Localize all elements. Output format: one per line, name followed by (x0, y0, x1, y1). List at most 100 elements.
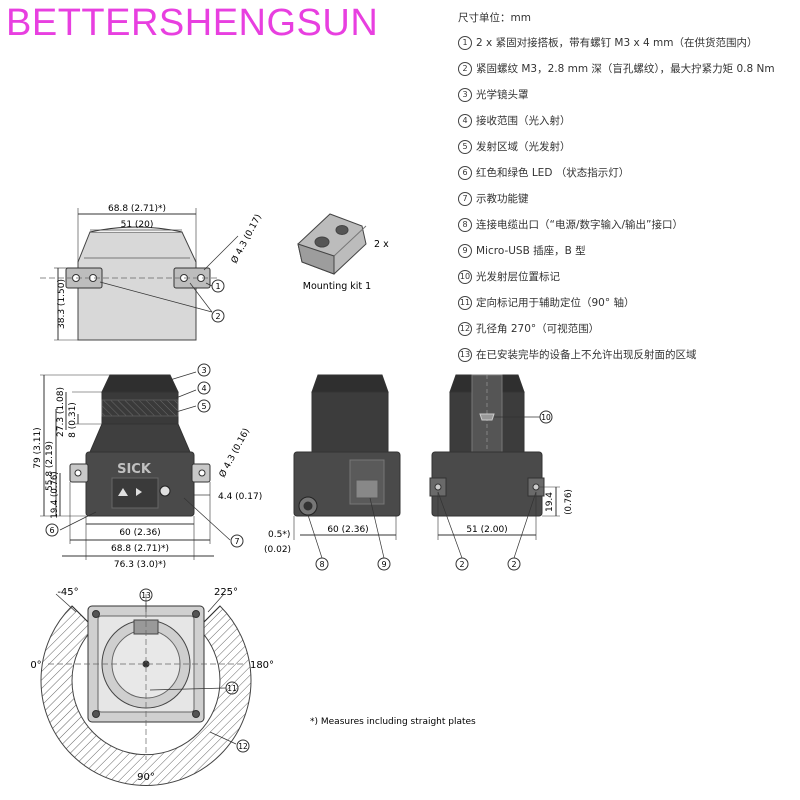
play-icon (136, 488, 142, 496)
mount-tab-right (173, 267, 211, 289)
callout-1: 1 (215, 282, 220, 291)
legend-item: 1 2 x 紧固对接搭板，带有螺钉 M3 x 4 mm（在供货范围内） (458, 35, 758, 50)
angle-225: 225° (214, 587, 238, 598)
callout-number: 2 (458, 62, 472, 76)
callout-number: 8 (458, 218, 472, 232)
callout-number: 3 (458, 88, 472, 102)
legend-text: 连接电缆出口（“电源/数字输入/输出”接口） (476, 219, 683, 231)
legend-item: 8 连接电缆出口（“电源/数字输入/输出”接口） (458, 217, 683, 232)
callout-12: 12 (238, 742, 248, 751)
legend-item: 12 孔径角 270°（可视范围） (458, 321, 599, 336)
callout-number: 6 (458, 166, 472, 180)
dim-side-width: 60 (2.36) (327, 525, 368, 535)
legend-text: 接收范围（光入射） (476, 115, 571, 127)
front-view (40, 363, 244, 560)
dim-front-hole: Ø 4.3 (0.16) (217, 426, 252, 479)
callout-number: 1 (458, 36, 472, 50)
callout-number: 9 (458, 244, 472, 258)
legend-text: 发射区域（光发射） (476, 141, 571, 153)
legend-text: 在已安装完毕的设备上不允许出现反射面的区域 (476, 349, 697, 361)
dim-19: 19.4 (0.76) (50, 471, 60, 518)
teach-button-icon (159, 485, 171, 497)
legend-text: 光发射层位置标记 (476, 271, 560, 283)
side-view (293, 374, 401, 571)
angle-0: 0° (30, 660, 41, 671)
callout-2: 2 (215, 312, 220, 321)
callout-2-rear-right: 2 (511, 560, 516, 569)
callout-3: 3 (201, 366, 206, 375)
dim-width-total: 68.8 (2.71)*) (108, 204, 166, 214)
dim-60: 60 (2.36) (119, 528, 160, 538)
legend-item: 6 红色和绿色 LED （状态指示灯） (458, 165, 629, 180)
legend-item: 7 示教功能键 (458, 191, 529, 206)
legend-text: 紧固螺纹 M3，2.8 mm 深（盲孔螺纹），最大拧紧力矩 0.8 Nm (476, 63, 775, 75)
mounting-kit-illustration (297, 213, 367, 275)
callout-2-rear-left: 2 (459, 560, 464, 569)
dim-rear-height: 19.4 (545, 492, 555, 512)
brand-title: BETTERSHENGSUN (6, 2, 379, 44)
dim-rear-height-inch: (0.76) (564, 489, 574, 515)
legend-text: 示教功能键 (476, 193, 529, 205)
legend-text: 光学镜头罩 (476, 89, 529, 101)
callout-9: 9 (381, 560, 386, 569)
footnote: *) Measures including straight plates (310, 717, 476, 727)
callout-number: 12 (458, 322, 472, 336)
legend-panel: 尺寸单位：mm 1 2 x 紧固对接搭板，带有螺钉 M3 x 4 mm（在供货范围… (458, 8, 798, 362)
callout-number: 13 (458, 348, 472, 362)
callout-6: 6 (49, 526, 54, 535)
mounting-kit-qty: 2 x (374, 239, 389, 250)
rear-view (429, 374, 560, 571)
dim-27: 27.3 (1.08) (56, 387, 66, 437)
bottom-view (40, 588, 252, 786)
callout-number: 4 (458, 114, 472, 128)
dim-rear-width: 51 (2.00) (466, 525, 507, 535)
angle-180: 180° (250, 660, 274, 671)
sick-logo: SICK (117, 462, 152, 477)
dim-offset: 4.4 (0.17) (218, 492, 262, 502)
callout-number: 10 (458, 270, 472, 284)
callout-4: 4 (201, 384, 206, 393)
legend-text: 定向标记用于辅助定位（90° 轴） (476, 297, 635, 309)
callout-13: 13 (141, 591, 151, 600)
dim-side-offset-inch: (0.02) (264, 545, 291, 555)
legend-item: 4 接收范围（光入射） (458, 113, 571, 128)
dim-total-height: 79 (3.11) (33, 427, 43, 468)
legend-item: 10 光发射层位置标记 (458, 269, 560, 284)
warning-icon (118, 488, 128, 496)
dim-side-offset: 0.5*) (268, 530, 290, 540)
angle-90: 90° (137, 772, 155, 783)
callout-7: 7 (234, 537, 239, 546)
legend-item: 5 发射区域（光发射） (458, 139, 571, 154)
callout-10: 10 (541, 413, 551, 422)
callout-number: 5 (458, 140, 472, 154)
legend-item: 9 Micro-USB 插座，B 型 (458, 243, 586, 258)
optics-cap (101, 374, 179, 393)
mounting-kit-label: Mounting kit 1 (303, 281, 371, 292)
aperture-hatch (40, 605, 252, 786)
legend-item: 3 光学镜头罩 (458, 87, 529, 102)
mount-tab-left (65, 267, 103, 289)
callout-11: 11 (227, 684, 237, 693)
legend-text: Micro-USB 插座，B 型 (476, 245, 586, 257)
dim-width-inner: 51 (20) (121, 220, 154, 230)
legend-item: 2 紧固螺纹 M3，2.8 mm 深（盲孔螺纹），最大拧紧力矩 0.8 Nm (458, 61, 775, 76)
legend-text: 红色和绿色 LED （状态指示灯） (476, 167, 630, 179)
dim-height: 38.3 (1.50) (57, 279, 67, 329)
legend-text: 2 x 紧固对接搭板，带有螺钉 M3 x 4 mm（在供货范围内） (476, 37, 758, 49)
angle-minus-45: -45° (57, 587, 78, 598)
legend-item: 13 在已安装完毕的设备上不允许出现反射面的区域 (458, 347, 697, 362)
legend-item: 11 定向标记用于辅助定位（90° 轴） (458, 295, 634, 310)
callout-number: 7 (458, 192, 472, 206)
dim-hole: Ø 4.3 (0.17) (229, 212, 264, 265)
callout-8: 8 (319, 560, 324, 569)
dim-68: 68.8 (2.71)*) (111, 544, 169, 554)
legend-text: 孔径角 270°（可视范围） (476, 323, 600, 335)
dim-55: 55.8 (2.19) (45, 441, 55, 491)
unit-label: 尺寸单位：mm (458, 12, 531, 24)
top-view (40, 208, 239, 341)
dim-76: 76.3 (3.0)*) (114, 560, 166, 570)
callout-5: 5 (201, 402, 206, 411)
callout-number: 11 (458, 296, 472, 310)
dim-8: 8 (0.31) (68, 402, 78, 438)
